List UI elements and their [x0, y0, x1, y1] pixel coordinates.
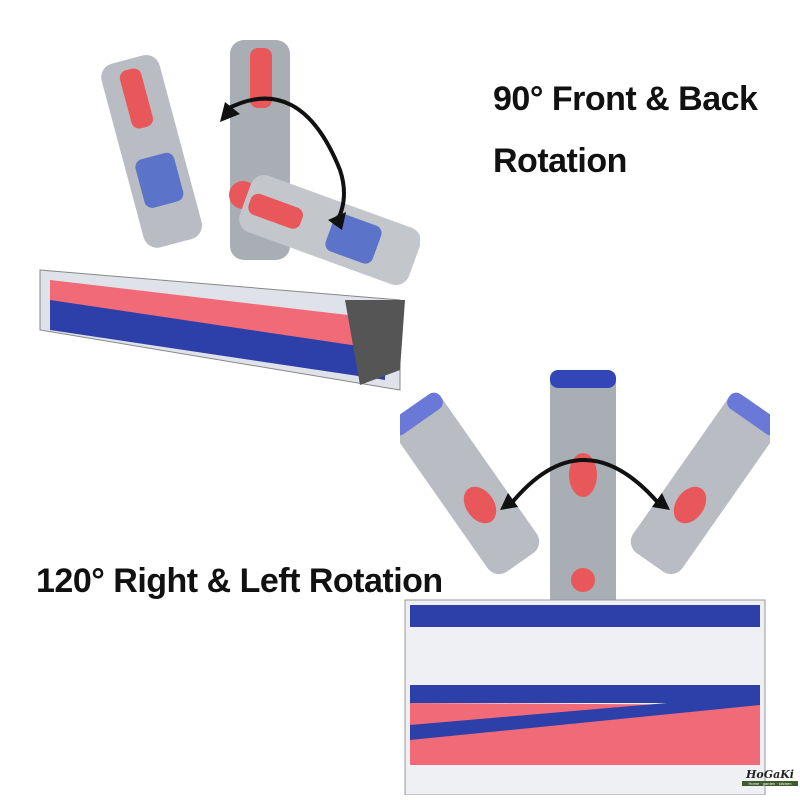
tilted-back-wand — [101, 54, 203, 248]
right-tilted-wand — [630, 392, 770, 575]
floor-head — [404, 599, 766, 795]
front-back-rotation-label-line2: Rotation — [493, 142, 627, 180]
front-back-rotation-illustration — [39, 40, 420, 391]
right-left-rotation-label: 120° Right & Left Rotation — [36, 562, 443, 600]
front-back-rotation-label: 90° Front & Back — [493, 80, 758, 118]
floor-head — [39, 269, 405, 391]
left-tilted-wand — [400, 392, 540, 575]
logo-tagline: Home · garden · kitchen — [742, 781, 798, 786]
logo-name: HoGaKi — [746, 768, 794, 781]
center-wand — [550, 370, 616, 640]
right-left-rotation-illustration — [400, 370, 770, 795]
tilted-forward-wand — [239, 174, 420, 286]
brand-logo: HoGaKi Home · garden · kitchen — [742, 748, 798, 798]
rotation-arrow-icon — [224, 96, 346, 227]
rotation-arrow-icon — [508, 458, 662, 507]
